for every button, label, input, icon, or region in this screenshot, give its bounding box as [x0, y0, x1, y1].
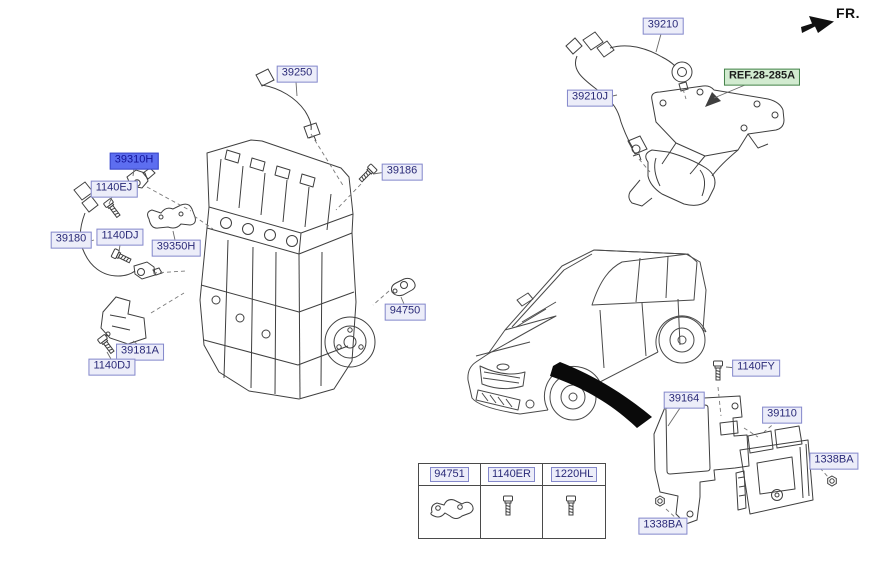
bolt-1140ej-icon	[102, 197, 123, 220]
bolt-1140dj-upper-icon	[110, 248, 133, 266]
fastener-table-header-cell: 94751	[419, 464, 481, 486]
bracket-39350h-icon	[147, 203, 196, 229]
part-label-1140DJ-upper[interactable]: 1140DJ	[96, 228, 144, 246]
bolt-1140dj-lower-icon	[96, 333, 117, 356]
fastener-table-header-cell: 1220HL	[543, 464, 605, 486]
part-label-39186[interactable]: 39186	[381, 163, 423, 181]
part-label-39250[interactable]: 39250	[276, 65, 318, 83]
part-label-39350H[interactable]: 39350H	[151, 239, 201, 257]
part-label-39181A[interactable]: 39181A	[116, 343, 164, 361]
nut-1338ba-lower-icon	[655, 495, 665, 507]
part-label-94751[interactable]: 94751	[430, 466, 469, 483]
part-label-39110[interactable]: 39110	[762, 406, 802, 424]
reference-label-28-285A[interactable]: REF.28-285A	[723, 68, 801, 86]
fastener-table-icon-cell-94751	[419, 486, 481, 538]
heat-shield-39181a-icon	[100, 296, 147, 345]
part-label-1140EJ[interactable]: 1140EJ	[90, 180, 138, 198]
part-label-1140DJ-lower[interactable]: 1140DJ	[88, 358, 136, 376]
fastener-table-icon-cell-1140ER	[481, 486, 543, 538]
part-label-94750[interactable]: 94750	[384, 303, 426, 321]
part-label-1220HL[interactable]: 1220HL	[550, 466, 598, 483]
location-arrow	[550, 362, 652, 428]
fastener-table-header-cell: 1140ER	[481, 464, 543, 486]
bolt-1140fy-icon	[713, 360, 723, 381]
part-label-1140FY[interactable]: 1140FY	[732, 359, 780, 377]
ecu-39110-icon	[735, 425, 814, 515]
fastener-table-icon-cell-1220HL	[543, 486, 605, 538]
part-label-39180[interactable]: 39180	[50, 231, 92, 249]
part-label-1338BA-right[interactable]: 1338BA	[809, 452, 859, 470]
assembly-dashed-lines	[146, 88, 829, 520]
engine-illustration	[199, 139, 376, 400]
part-label-39210J[interactable]: 39210J	[566, 89, 614, 107]
leader-lines	[82, 33, 746, 427]
part-label-39164[interactable]: 39164	[663, 391, 705, 409]
ref-callout-arrowhead	[705, 92, 721, 107]
part-label-39210[interactable]: 39210	[642, 17, 684, 35]
fr-direction-arrow-icon	[801, 16, 834, 33]
part-label-1338BA-lower[interactable]: 1338BA	[638, 517, 688, 535]
bolt-39186-icon	[356, 163, 378, 185]
front-direction-indicator: FR.	[836, 5, 860, 23]
fr-label: FR.	[836, 5, 861, 21]
oxygen-sensor-39210-icon	[582, 31, 693, 92]
part-label-39310H-selected[interactable]: 39310H	[109, 152, 159, 170]
exhaust-manifold-illustration	[628, 85, 785, 207]
knock-sensor-94750-icon	[391, 277, 416, 297]
ecu-bracket-39164-icon	[653, 395, 750, 525]
nut-1338ba-right-icon	[827, 475, 837, 487]
part-label-1140ER[interactable]: 1140ER	[488, 466, 535, 483]
fastener-table: 94751 1140ER 1220HL	[418, 463, 606, 539]
